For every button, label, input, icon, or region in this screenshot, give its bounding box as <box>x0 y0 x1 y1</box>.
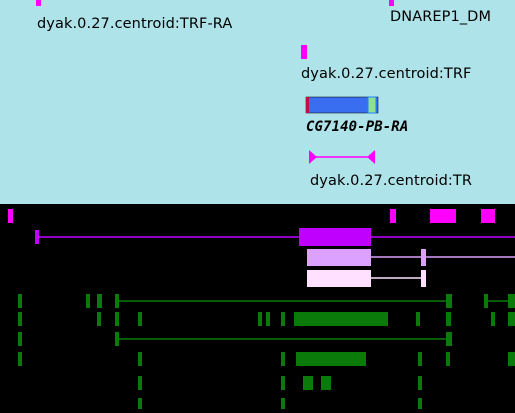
green-feature-row-4[interactable] <box>18 352 515 366</box>
annotation-track-panel: dyak.0.27.centroid:TRF-RA DNAREP1_DM dya… <box>0 0 515 204</box>
feature-arrow-right <box>367 150 375 164</box>
green-feature-row-6[interactable] <box>138 398 422 409</box>
gene-model-utr <box>367 96 377 114</box>
feature-marker-dnarep[interactable] <box>389 0 394 6</box>
evidence-magenta-2[interactable] <box>390 209 396 223</box>
transcript-pale-purple-exon[interactable] <box>307 270 371 287</box>
gene-model-start-marker <box>306 97 309 113</box>
feature-marker-trf-2[interactable] <box>301 45 307 59</box>
label-trf-ra-1[interactable]: dyak.0.27.centroid:TRF-RA <box>37 16 233 32</box>
green-feature-row-5[interactable] <box>138 376 422 390</box>
evidence-magenta-1[interactable] <box>8 209 13 223</box>
transcript-purple-exon-2[interactable] <box>299 228 371 246</box>
label-gene-cg7140[interactable]: CG7140-PB-RA <box>306 119 409 135</box>
green-feature-row-3[interactable] <box>18 332 452 346</box>
evidence-magenta-3[interactable] <box>430 209 456 223</box>
evidence-track-canvas <box>0 204 515 409</box>
evidence-background <box>0 204 515 409</box>
transcript-light-purple-exon-2[interactable] <box>421 249 426 266</box>
annotation-background <box>0 0 515 204</box>
annotation-track-canvas <box>0 0 515 204</box>
green-feature-row-1[interactable] <box>18 294 515 308</box>
transcript-pale-purple-exon-2[interactable] <box>421 270 426 287</box>
green-feature-row-2[interactable] <box>18 312 515 326</box>
evidence-track-panel <box>0 204 515 409</box>
evidence-magenta-4[interactable] <box>481 209 495 223</box>
transcript-light-purple-exon[interactable] <box>307 249 371 266</box>
label-trf-2[interactable]: dyak.0.27.centroid:TRF <box>301 66 472 82</box>
label-dnarep[interactable]: DNAREP1_DM <box>390 9 492 25</box>
label-trf-3[interactable]: dyak.0.27.centroid:TR <box>310 173 473 189</box>
feature-marker-trf-ra[interactable] <box>36 0 41 6</box>
gene-model-cg7140[interactable] <box>305 96 379 114</box>
transcript-purple-exon-1[interactable] <box>35 230 39 244</box>
